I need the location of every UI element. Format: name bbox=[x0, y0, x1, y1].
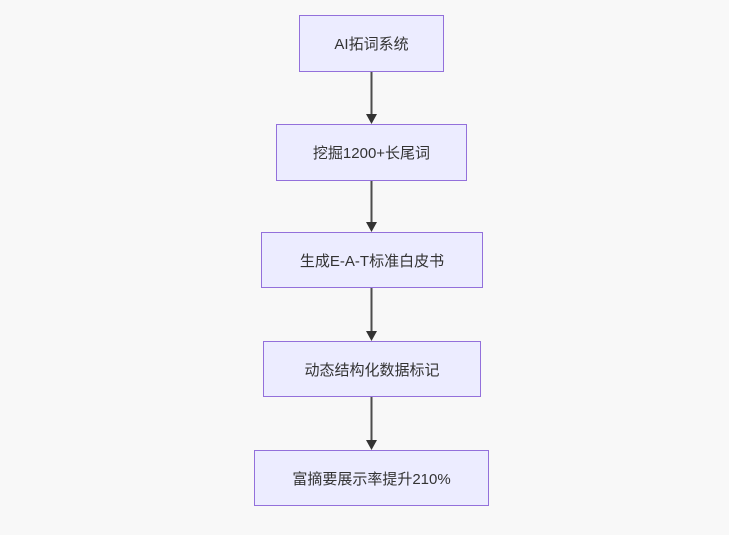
edge-arrow-a-b bbox=[366, 72, 377, 124]
flow-node-rich-snippet-rate-increase: 富摘要展示率提升210% bbox=[254, 450, 489, 506]
flow-node-label: 动态结构化数据标记 bbox=[304, 361, 440, 379]
edge-arrow-b-c bbox=[366, 181, 377, 232]
flow-node-dynamic-structured-data-markup: 动态结构化数据标记 bbox=[263, 341, 481, 397]
edge-arrow-d-e bbox=[366, 397, 377, 450]
flow-node-ai-word-expansion-system: AI拓词系统 bbox=[299, 15, 444, 72]
flow-node-label: 富摘要展示率提升210% bbox=[292, 470, 451, 488]
edge-arrow-c-d bbox=[366, 288, 377, 341]
flow-node-mine-longtail-keywords: 挖掘1200+长尾词 bbox=[276, 124, 467, 181]
flow-node-label: 生成E-A-T标准白皮书 bbox=[299, 252, 445, 270]
flow-node-label: AI拓词系统 bbox=[334, 36, 409, 53]
flow-node-generate-eat-whitepaper: 生成E-A-T标准白皮书 bbox=[261, 232, 483, 288]
flow-node-label: 挖掘1200+长尾词 bbox=[312, 145, 431, 162]
